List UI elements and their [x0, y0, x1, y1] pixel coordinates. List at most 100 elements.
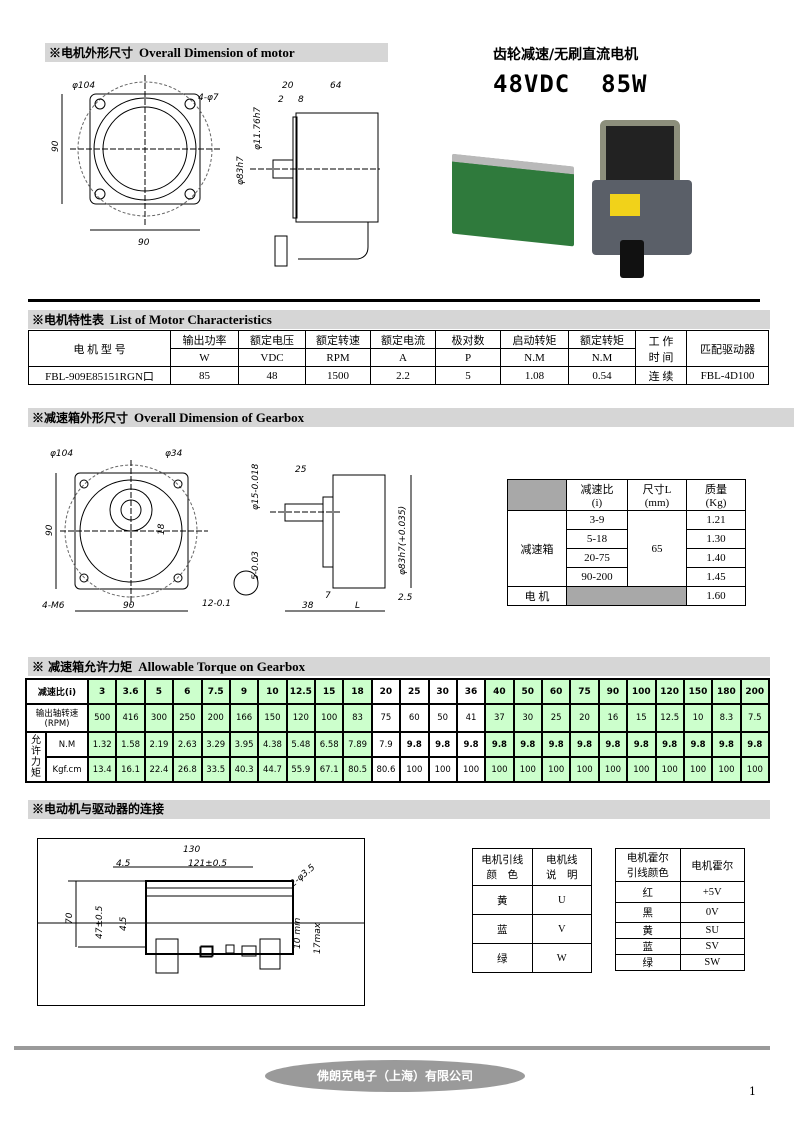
torque-cell-rpm: 10 — [682, 703, 714, 733]
col-header: 质量 (Kg) — [686, 479, 746, 511]
dim-label: 17max — [313, 922, 323, 954]
torque-cell-rpm: 20 — [569, 703, 600, 733]
product-title: 齿轮减速/无刷直流电机 — [493, 47, 639, 63]
kgf-label: Kgf.cm — [45, 756, 89, 783]
torque-cell-ratios: 36 — [455, 678, 487, 705]
torque-cell-nm: 1.58 — [115, 731, 146, 758]
cell: 黄 — [615, 922, 681, 939]
section-title-en: List of Motor Characteristics — [110, 312, 272, 327]
torque-cell-nm: 9.8 — [540, 731, 572, 758]
torque-cell-kgf: 100 — [654, 756, 685, 783]
torque-cell-nm: 9.8 — [399, 731, 430, 758]
torque-cell-rpm: 25 — [540, 703, 572, 733]
nm-label: N.M — [45, 731, 89, 758]
torque-cell-ratios: 20 — [370, 678, 402, 705]
dim-label: 121±0.5 — [188, 859, 227, 869]
torque-cell-rpm: 7.5 — [739, 703, 771, 733]
torque-cell-ratios: 3.6 — [115, 678, 146, 705]
section-header-connection: ※电动机与驱动器的连接 — [28, 800, 770, 819]
torque-cell-rpm: 100 — [313, 703, 345, 733]
cell: 0V — [679, 902, 745, 923]
dim-label: 2.5 — [398, 593, 413, 603]
col-header: 额定转矩 — [568, 330, 636, 349]
torque-cell-kgf: 55.9 — [285, 756, 317, 783]
cell: W — [531, 943, 592, 973]
dim-label: 90 — [138, 238, 150, 248]
torque-cell-nm: 2.63 — [172, 731, 203, 758]
unit: A — [370, 348, 436, 367]
dim-label: 18 — [157, 523, 167, 535]
cell: SV — [679, 938, 745, 955]
cell: 绿 — [615, 954, 681, 971]
cell: U — [531, 885, 592, 915]
torque-cell-nm: 1.32 — [86, 731, 118, 758]
cell: 黄 — [472, 885, 533, 915]
torque-cell-kgf: 100 — [626, 756, 657, 783]
torque-cell-kgf: 67.1 — [313, 756, 345, 783]
torque-cell-kgf: 100 — [711, 756, 742, 783]
torque-cell-nm: 5.48 — [285, 731, 317, 758]
dim-label: 90 — [51, 140, 61, 152]
torque-cell-ratios: 18 — [342, 678, 373, 705]
torque-cell-rpm: 16 — [597, 703, 629, 733]
output-shaft-photo — [620, 240, 644, 278]
dim-label: 38 — [302, 601, 314, 611]
dim-label: φ83h7(+0.035) — [398, 506, 408, 575]
cell: 1500 — [305, 366, 371, 385]
gearbox-dimension-drawing: φ104 φ34 90 90 4-M6 18 φ15-0.018 5-0.03 … — [42, 449, 413, 612]
company-name: 佛朗克电子（上海）有限公司 — [265, 1060, 525, 1092]
cell: 1.21 — [686, 510, 746, 530]
torque-cell-kgf: 100 — [512, 756, 544, 783]
col-header: 额定电流 — [370, 330, 436, 349]
col-header: 电机霍尔 引线颜色 — [615, 848, 681, 882]
section-title-cn: ※ 减速箱允许力矩 — [32, 660, 133, 674]
dim-label: 4-M6 — [42, 601, 65, 611]
cell: 5-18 — [566, 529, 628, 549]
torque-cell-kgf: 100 — [399, 756, 430, 783]
dim-label: φ11.76h7 — [253, 107, 263, 150]
torque-cell-rpm: 8.3 — [711, 703, 742, 733]
torque-cell-rpm: 250 — [172, 703, 203, 733]
cell: 红 — [615, 881, 681, 903]
driver-board-photo — [452, 153, 574, 247]
torque-cell-ratios: 12.5 — [285, 678, 317, 705]
torque-cell-rpm: 300 — [143, 703, 175, 733]
dim-label: φ34 — [165, 449, 183, 459]
section-title-en: Overall Dimension of Gearbox — [134, 410, 305, 425]
torque-cell-nm: 3.95 — [228, 731, 260, 758]
dim-label: 47±0.5 — [95, 905, 105, 939]
motor-dimension-drawing: φ104 4-φ7 90 90 20 64 2 8 φ11.76h7 φ83h7 — [51, 75, 380, 267]
ratio-label: 减速比(i) — [25, 678, 89, 705]
dim-label: 10 min — [293, 917, 303, 949]
dim-label: φ104 — [50, 449, 73, 459]
col-header: 输出功率 — [170, 330, 239, 349]
col-header: 电机引线 颜 色 — [472, 848, 533, 886]
torque-cell-kgf: 80.6 — [370, 756, 402, 783]
dim-label: 90 — [123, 601, 135, 611]
torque-cell-ratios: 9 — [228, 678, 260, 705]
cell: 1.60 — [686, 586, 746, 606]
divider — [28, 299, 760, 302]
torque-cell-rpm: 30 — [512, 703, 544, 733]
cell: 蓝 — [615, 938, 681, 955]
dim-label: 8 — [298, 95, 304, 105]
model-header: 电 机 型 号 — [28, 330, 171, 367]
motor-characteristics-table: 电 机 型 号 输出功率额定电压额定转速额定电流极对数启动转矩额定转矩 工 作 … — [28, 330, 769, 385]
torque-cell-kgf: 100 — [569, 756, 600, 783]
torque-cell-rpm: 416 — [115, 703, 146, 733]
dim-label: 2-φ3.5 — [289, 863, 318, 890]
cell: 5 — [435, 366, 501, 385]
torque-cell-ratios: 3 — [86, 678, 118, 705]
dim-label: 4.5 — [119, 916, 129, 931]
torque-cell-nm: 9.8 — [512, 731, 544, 758]
unit: N.M — [500, 348, 569, 367]
torque-label: 允许力矩 — [25, 731, 47, 783]
torque-cell-rpm: 83 — [342, 703, 373, 733]
driver-header: 匹配驱动器 — [686, 330, 769, 367]
torque-cell-ratios: 180 — [711, 678, 742, 705]
model-cell: FBL-909E85151RGN口 — [28, 366, 171, 385]
page-number: 1 — [749, 1085, 756, 1098]
section-title-en: Overall Dimension of motor — [139, 45, 295, 60]
